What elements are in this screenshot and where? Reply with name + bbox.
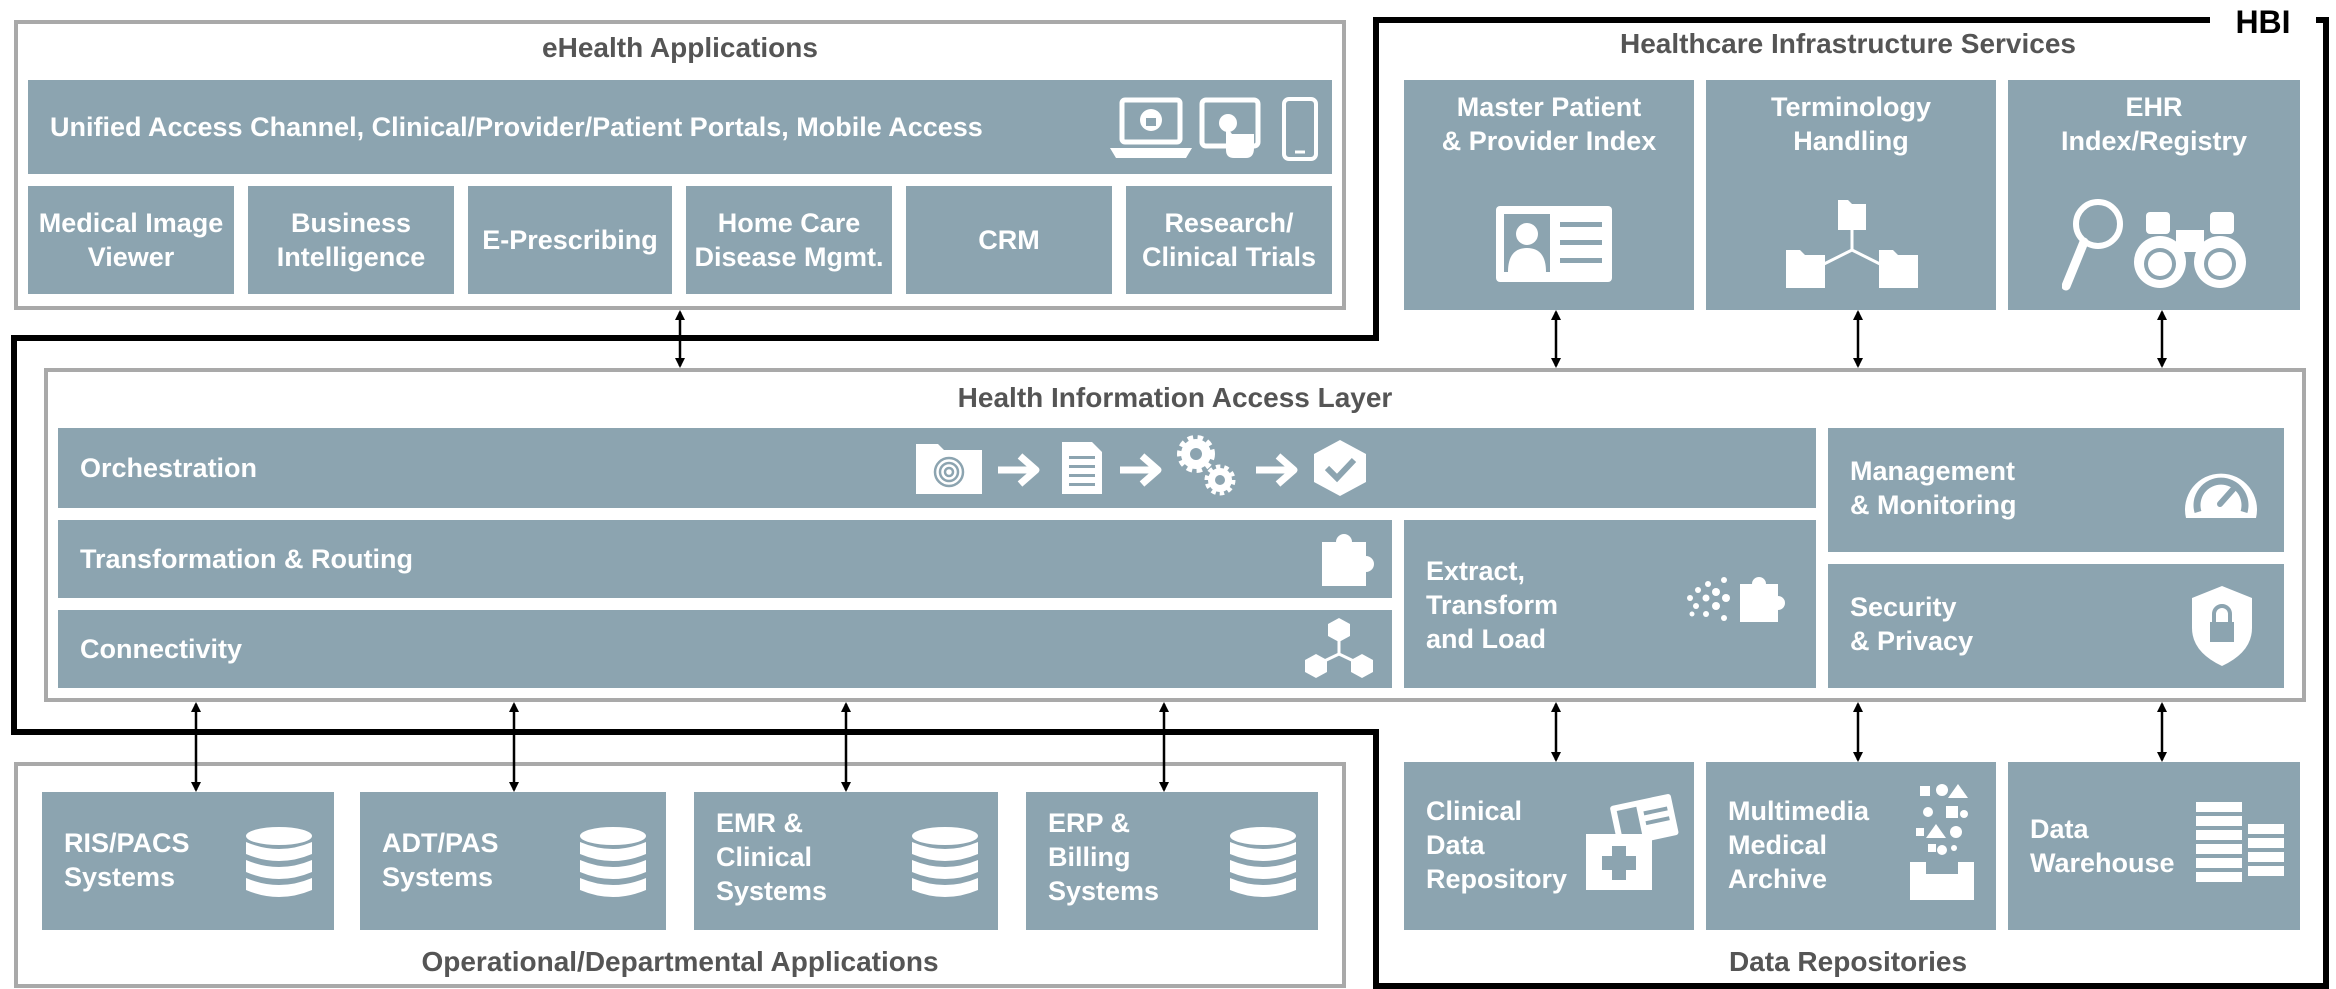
id-card-icon: [1496, 206, 1612, 282]
shield-check-icon: [1314, 440, 1366, 496]
laptop-lock-icon: [1110, 97, 1192, 158]
puzzle-scatter-icon: [1687, 577, 1785, 622]
magnifier-icon: [2062, 199, 2123, 291]
smartphone-icon: [1282, 97, 1318, 161]
system-ris-pacs-label: RIS/PACS Systems: [64, 828, 190, 892]
hbi-label: HBI: [2235, 4, 2291, 40]
repo-multimedia-archive[interactable]: Multimedia Medical Archive: [1706, 762, 1996, 930]
puzzle-icon: [1322, 534, 1374, 586]
app-medical-image-viewer[interactable]: Medical Image Viewer: [28, 186, 234, 294]
app-e-prescribing[interactable]: E-Prescribing: [468, 186, 672, 294]
service-ehr-label: EHR Index/Registry: [2060, 92, 2248, 156]
connectivity-box[interactable]: Connectivity: [58, 610, 1392, 688]
management-label: Management & Monitoring: [1850, 456, 2017, 520]
infrastructure-title: Healthcare Infrastructure Services: [1620, 28, 2076, 59]
fingerprint-folder-icon: [916, 444, 982, 494]
binoculars-icon: [2134, 212, 2246, 288]
database-icon: [244, 826, 314, 907]
server-rack-icon: [2196, 802, 2284, 882]
transformation-routing-box[interactable]: Transformation & Routing: [58, 520, 1392, 598]
orchestration-label: Orchestration: [80, 453, 258, 483]
security-privacy-box[interactable]: Security & Privacy: [1828, 564, 2284, 688]
service-terminology-label: Terminology Handling: [1770, 92, 1931, 156]
database-icon: [910, 826, 980, 907]
arrow-right-icon: [1120, 453, 1162, 487]
database-icon: [1228, 826, 1298, 907]
service-master-patient-index[interactable]: Master Patient & Provider Index: [1404, 80, 1694, 310]
operational-title: Operational/Departmental Applications: [421, 946, 939, 977]
app-crm[interactable]: CRM: [906, 186, 1112, 294]
etl-box[interactable]: Extract, Transform and Load: [1404, 520, 1816, 688]
system-erp-billing-label: ERP & Billing Systems: [1048, 808, 1160, 906]
repo-multimedia-label: Multimedia Medical Archive: [1728, 796, 1870, 894]
service-ehr-index-registry[interactable]: EHR Index/Registry: [2008, 80, 2300, 310]
gauge-icon: [2185, 473, 2257, 518]
arrow-right-icon: [1256, 453, 1298, 487]
medical-card-icon: [1586, 794, 1679, 890]
access-layer-title: Health Information Access Layer: [957, 382, 1393, 413]
management-monitoring-box[interactable]: Management & Monitoring: [1828, 428, 2284, 552]
document-icon: [1062, 442, 1102, 494]
gears-icon: [1177, 435, 1236, 496]
unified-access-label: Unified Access Channel, Clinical/Provide…: [50, 112, 983, 142]
archive-tray-icon: [1910, 784, 1974, 900]
transformation-label: Transformation & Routing: [80, 544, 413, 574]
service-terminology-handling[interactable]: Terminology Handling: [1706, 80, 1996, 310]
repo-clinical-data[interactable]: Clinical Data Repository: [1404, 762, 1694, 930]
connectivity-label: Connectivity: [80, 634, 243, 664]
arrow-right-icon: [998, 453, 1040, 487]
service-master-patient-label: Master Patient & Provider Index: [1441, 92, 1657, 156]
tablet-touch-icon: [1199, 97, 1261, 158]
network-icon: [1305, 618, 1373, 678]
app-research-clinical-trials[interactable]: Research/ Clinical Trials: [1126, 186, 1332, 294]
app-home-care[interactable]: Home Care Disease Mgmt.: [686, 186, 892, 294]
ehealth-title: eHealth Applications: [542, 32, 818, 63]
repo-warehouse-label: Data Warehouse: [2030, 814, 2175, 878]
system-emr-clinical-label: EMR & Clinical Systems: [716, 808, 828, 906]
system-adt-pas-label: ADT/PAS Systems: [382, 828, 499, 892]
etl-label: Extract, Transform and Load: [1426, 556, 1559, 654]
repo-clinical-label: Clinical Data Repository: [1426, 796, 1568, 894]
database-icon: [578, 826, 648, 907]
folder-hierarchy-icon: [1786, 200, 1918, 288]
repo-data-warehouse[interactable]: Data Warehouse: [2008, 762, 2300, 930]
security-label: Security & Privacy: [1850, 592, 1974, 656]
repositories-title: Data Repositories: [1728, 946, 1968, 977]
app-business-intelligence[interactable]: Business Intelligence: [248, 186, 454, 294]
shield-lock-icon: [2192, 586, 2252, 666]
